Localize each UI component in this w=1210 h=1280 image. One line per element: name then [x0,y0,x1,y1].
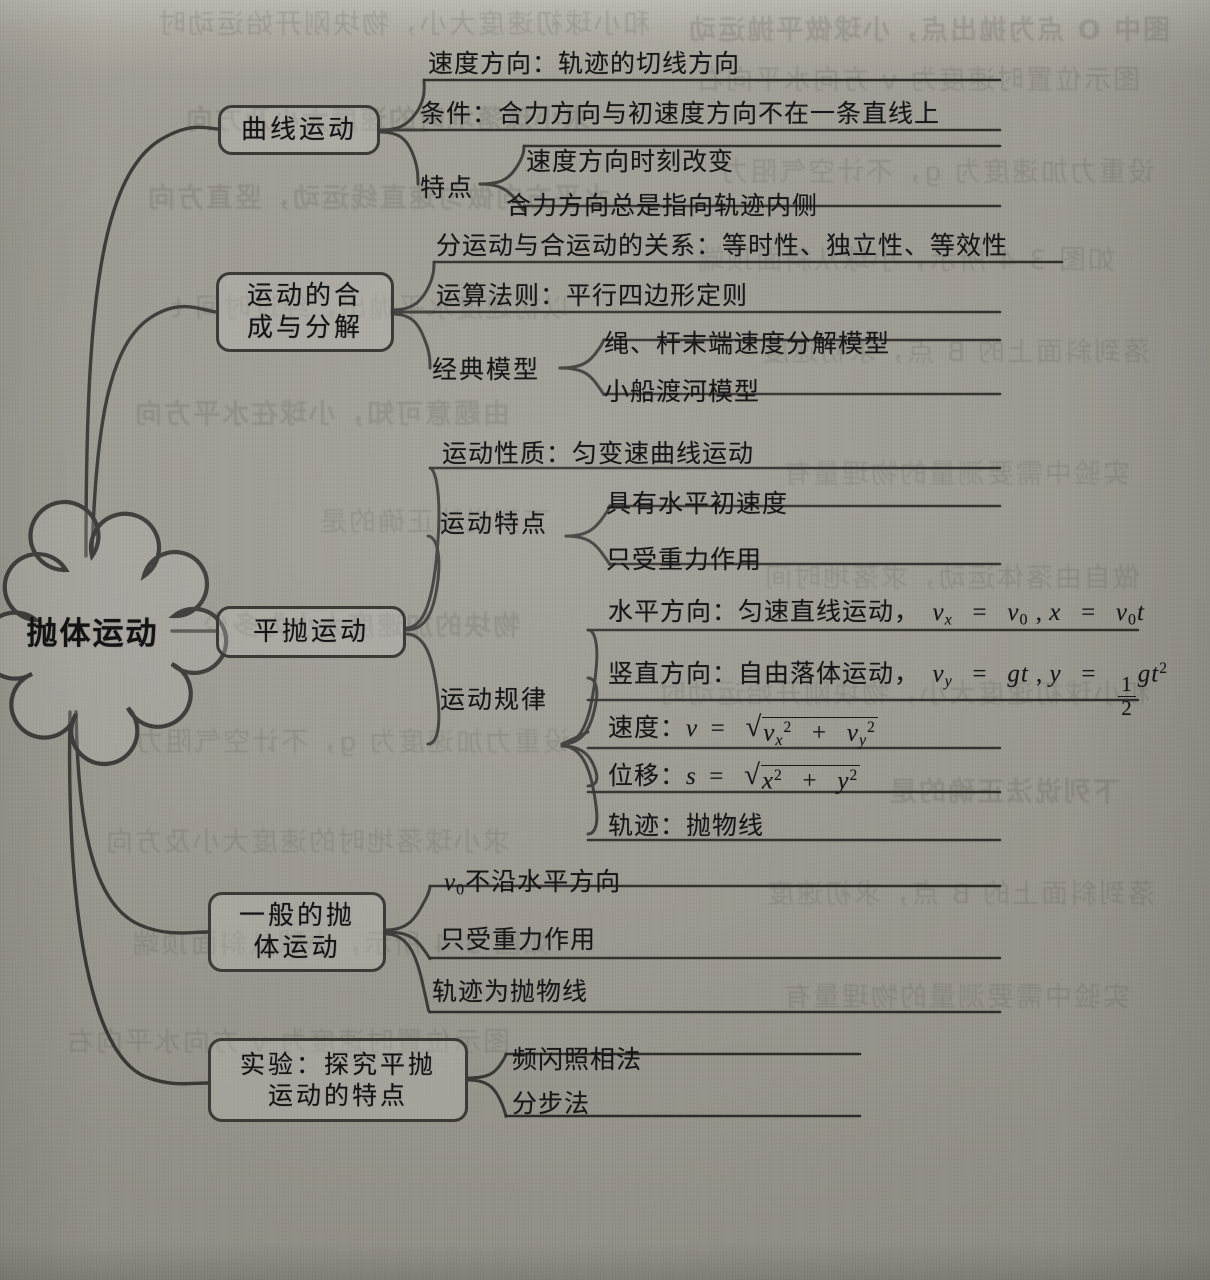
label-curvilinear-features: 特点 [420,175,475,202]
wire-curv-3 [378,130,420,186]
wire-to-experiment [67,710,210,1086]
fraction-one-half: 1 2 [1118,673,1136,719]
leaf-exp-1: 频闪照相法 [512,1047,643,1074]
leaf-ml-trajectory: 轨迹：抛物线 [608,813,765,840]
leaf-condition: 条件：合力方向与初速度方向不在一条直线上 [420,101,941,128]
node-label-line-1: 运动的合 [246,280,363,311]
leaf-feature-2: 合力方向总是指向轨迹内侧 [506,193,819,220]
formula-vertical: vy = gt , y = 1 2 gt2 [932,660,1168,720]
wire-proj-2 [404,534,441,632]
wire-mf-1 [564,504,612,538]
leaf-ml-horizontal-text: 水平方向：匀速直线运动， [608,599,921,626]
node-composition-decomposition[interactable]: 运动的合 成与分解 [216,272,394,352]
wire-ml-5 [560,744,599,836]
wire-curv-feat-1 [478,144,526,186]
leaf-model-boat-river: 小船渡河模型 [604,379,761,406]
node-label-line-1: 一般的抛 [238,900,355,931]
wire-to-curvilinear [84,125,220,558]
wire-exp-2 [466,1078,508,1118]
leaf-rule: 运算法则：平行四边形定则 [436,283,749,310]
wire-comp-1 [390,260,436,312]
node-experiment[interactable]: 实验：探究平抛 运动的特点 [208,1038,468,1122]
leaf-ml-vertical: 竖直方向：自由落体运动， vy = gt , y = 1 2 gt2 [608,654,1168,719]
central-node-label: 抛体运动 [26,615,159,652]
node-curvilinear-motion[interactable]: 曲线运动 [218,105,380,155]
wire-to-composition [90,304,218,558]
label-motion-features: 运动特点 [440,511,549,538]
node-projectile-horizontal[interactable]: 平抛运动 [216,606,406,658]
leaf-motion-feature-2: 只受重力作用 [606,547,763,574]
leaf-relation: 分运动与合运动的关系：等时性、独立性、等效性 [436,233,1009,260]
leaf-model-rope-rod: 绳、杆末端速度分解模型 [604,331,891,358]
label-classic-models: 经典模型 [432,357,541,384]
formula-horizontal: vx = v0 , x = v0t [932,599,1145,629]
leaf-pg-1: v0 不沿水平方向 [444,862,621,899]
leaf-ml-displacement-text: 位移： [608,763,687,790]
node-label-line-2: 成与分解 [246,313,363,343]
leaf-ml-speed: 速度： v= √ vx2 + vy2 [608,708,878,750]
wire-comp-3 [390,312,432,370]
wire-mf-2 [564,534,612,567]
symbol-v0: v0 [444,869,466,899]
leaf-ml-displacement: 位移： s= √ x2 + y2 [608,756,861,796]
wire-ml-2 [560,676,599,746]
formula-speed: v= √ vx2 + vy2 [686,711,878,749]
leaf-motion-feature-1: 具有水平初速度 [606,491,789,518]
wire-proj-3 [404,632,441,746]
wire-exp-1 [466,1052,508,1080]
formula-displacement: s= √ x2 + y2 [686,759,861,795]
central-node-cloud-shape [0,500,229,767]
wire-proj-1 [404,466,441,630]
leaf-ml-speed-text: 速度： [608,715,687,742]
label-motion-laws: 运动规律 [440,687,549,714]
node-projectile-general[interactable]: 一般的抛 体运动 [208,892,386,972]
node-label-line-2: 体运动 [253,933,341,963]
wire-comp-model-2 [558,366,606,397]
wire-pg-1 [384,884,432,932]
leaf-ml-horizontal: 水平方向：匀速直线运动， vx = v0 , x = v0t [608,592,1145,629]
leaf-feature-1: 速度方向时刻改变 [526,149,735,176]
wire-comp-model-1 [558,338,606,370]
leaf-nature: 运动性质：匀变速曲线运动 [442,441,755,468]
wire-curv-1 [378,78,426,132]
leaf-pg-1-text: 不沿水平方向 [465,869,622,896]
node-label-line-2: 运动的特点 [267,1081,408,1110]
wire-ml-1 [560,628,599,746]
leaf-velocity-direction: 速度方向：轨迹的切线方向 [428,51,741,78]
leaf-exp-2: 分步法 [512,1091,591,1118]
leaf-pg-2: 只受重力作用 [440,927,597,954]
wire-curv-feat-2 [478,182,526,212]
wire-ml-3 [560,730,590,746]
node-label-line-1: 实验：探究平抛 [239,1049,436,1079]
wire-to-projectile-general [74,710,210,935]
leaf-pg-3: 轨迹为抛物线 [432,979,589,1006]
leaf-ml-vertical-text: 竖直方向：自由落体运动， [608,661,921,688]
wire-pg-3 [384,932,432,1014]
